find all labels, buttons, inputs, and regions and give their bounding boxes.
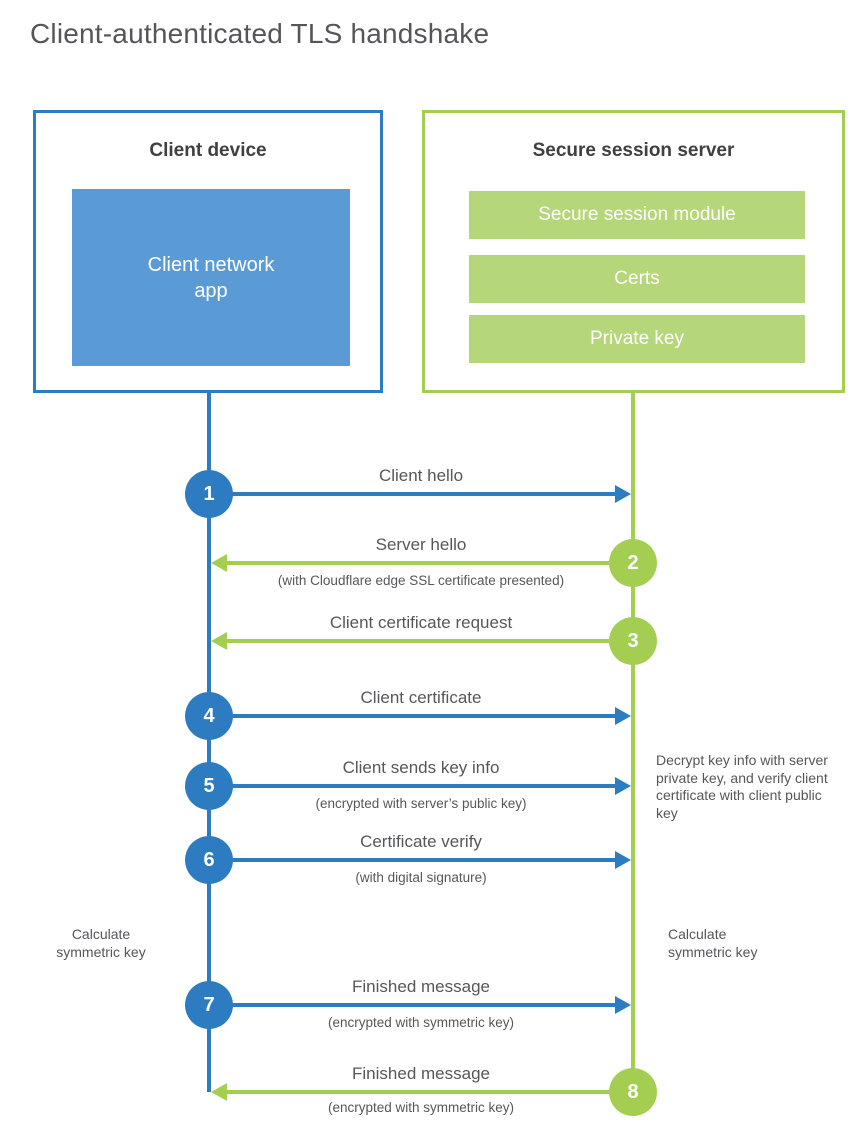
arrow-left-icon	[211, 554, 227, 572]
secure-session-module-bar: Secure session module	[469, 191, 805, 239]
step-5-arrow-line	[231, 784, 617, 788]
step-4-label: Client certificate	[360, 688, 482, 707]
step-2-badge: 2	[609, 539, 657, 587]
step-7-sublabel: (encrypted with symmetric key)	[327, 1015, 515, 1030]
step-6-arrow-line	[231, 858, 617, 862]
step-7-label: Finished message	[352, 977, 490, 996]
decrypt-key-note: Decrypt key info with server private key…	[656, 752, 828, 821]
step-6-sublabel: (with digital signature)	[355, 870, 487, 885]
step-3-label: Client certificate request	[329, 613, 513, 632]
step-7-badge: 7	[185, 981, 233, 1029]
step-6-badge: 6	[185, 836, 233, 884]
step-1-arrow-line	[231, 492, 617, 496]
step-8-arrow-line	[225, 1090, 609, 1094]
step-7-arrow-line	[231, 1003, 617, 1007]
step-5-label: Client sends key info	[342, 758, 500, 777]
client-device-box: Client device Client network app	[33, 110, 383, 393]
step-2-label: Server hello	[375, 535, 467, 554]
arrow-left-icon	[211, 1083, 227, 1101]
client-network-app-box: Client network app	[72, 189, 350, 366]
step-8-badge: 8	[609, 1068, 657, 1116]
step-2-arrow-line	[225, 561, 609, 565]
step-3-badge: 3	[609, 617, 657, 665]
private-key-bar: Private key	[469, 315, 805, 363]
page-title: Client-authenticated TLS handshake	[30, 18, 490, 49]
secure-session-server-title: Secure session server	[532, 140, 735, 161]
step-3-arrow-line	[225, 639, 609, 643]
calculate-symmetric-key-server-note: Calculate symmetric key	[668, 926, 758, 960]
arrow-right-icon	[615, 851, 631, 869]
client-network-app-label: Client network app	[147, 253, 275, 302]
step-8-label: Finished message	[352, 1064, 490, 1083]
step-5-sublabel: (encrypted with server’s public key)	[315, 796, 527, 811]
client-lifeline	[207, 391, 211, 1092]
step-1-label: Client hello	[378, 466, 464, 485]
secure-session-server-box: Secure session server Secure session mod…	[422, 110, 845, 393]
certs-bar: Certs	[469, 255, 805, 303]
step-1-badge: 1	[185, 470, 233, 518]
arrow-left-icon	[211, 632, 227, 650]
step-5-badge: 5	[185, 762, 233, 810]
step-4-arrow-line	[231, 714, 617, 718]
client-device-title: Client device	[149, 140, 267, 161]
arrow-right-icon	[615, 485, 631, 503]
arrow-right-icon	[615, 996, 631, 1014]
step-2-sublabel: (with Cloudflare edge SSL certificate pr…	[277, 573, 565, 588]
step-8-sublabel: (encrypted with symmetric key)	[327, 1100, 515, 1115]
step-4-badge: 4	[185, 692, 233, 740]
step-6-label: Certificate verify	[360, 832, 482, 851]
arrow-right-icon	[615, 707, 631, 725]
server-lifeline	[631, 391, 635, 1092]
calculate-symmetric-key-client-note: Calculate symmetric key	[56, 926, 146, 960]
arrow-right-icon	[615, 777, 631, 795]
